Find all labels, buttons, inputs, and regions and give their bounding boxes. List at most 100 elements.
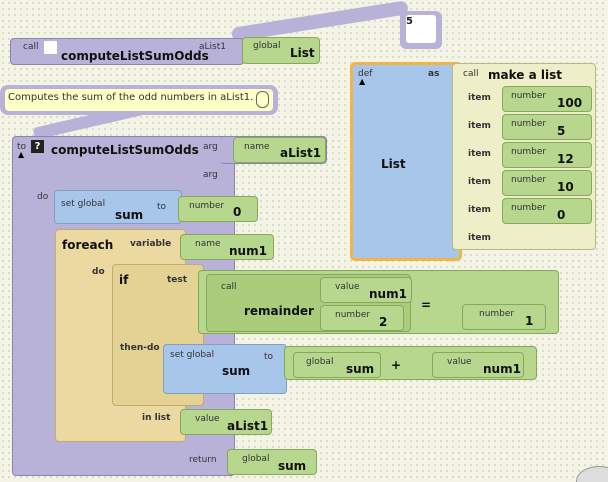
- list-item-number-block[interactable]: number 100: [502, 86, 592, 112]
- in-list-prefix: value: [195, 414, 220, 424]
- plus-label: +: [391, 358, 402, 372]
- to-label: to: [17, 142, 27, 152]
- sum-label-2: sum: [222, 364, 251, 378]
- arg-name-value: aList1: [280, 146, 322, 160]
- list-item-number-value: 10: [557, 180, 574, 194]
- item-label-empty: item: [468, 233, 491, 243]
- set-global-sum-block-2[interactable]: set global sum to: [163, 344, 287, 394]
- call-label: call: [23, 42, 39, 52]
- return-name: sum: [278, 459, 307, 473]
- comment-text: Computes the sum of the odd numbers in a…: [8, 92, 254, 103]
- add-right-name: num1: [483, 362, 521, 376]
- collapse-triangle-icon-2[interactable]: ▲: [359, 77, 366, 86]
- comment-bubble[interactable]: Computes the sum of the odd numbers in a…: [0, 85, 278, 115]
- arg-label-1: arg: [203, 142, 218, 152]
- list-item-number-block[interactable]: number 12: [502, 142, 592, 168]
- list-item-number-prefix: number: [511, 147, 547, 157]
- return-label: return: [189, 455, 217, 465]
- variable-name-block[interactable]: name num1: [180, 234, 274, 260]
- list-call-label: call: [463, 69, 479, 79]
- to-label-3: to: [264, 352, 274, 362]
- call-block-icon-square: [44, 41, 57, 54]
- item-label: item: [468, 121, 491, 131]
- name-prefix: name: [244, 142, 270, 152]
- list-name: List: [381, 157, 406, 171]
- list-item-number-value: 5: [557, 124, 566, 138]
- arg-label-2: arg: [203, 170, 218, 180]
- count-bubble-text: 5: [406, 16, 413, 27]
- as-label: as: [428, 69, 440, 79]
- item-label: item: [468, 93, 491, 103]
- list-definition-block[interactable]: def ▲ as List: [350, 62, 462, 261]
- question-mark-icon[interactable]: ?: [31, 140, 44, 153]
- rem-number-prefix: number: [335, 310, 371, 320]
- in-list-value-block[interactable]: value aList1: [180, 409, 272, 435]
- list-item-number-prefix: number: [511, 119, 547, 129]
- collapse-triangle-icon[interactable]: ▲: [18, 150, 25, 159]
- variable-name-value: num1: [229, 244, 267, 258]
- list-item-number-prefix: number: [511, 91, 547, 101]
- call-proc-name: computeListSumOdds: [61, 49, 209, 63]
- rem-value-name: num1: [369, 287, 407, 301]
- value-num1-getter[interactable]: value num1: [432, 352, 524, 378]
- remainder-value-block[interactable]: value num1: [320, 277, 412, 303]
- remainder-number-block[interactable]: number 2: [320, 305, 404, 331]
- item-label: item: [468, 205, 491, 215]
- return-prefix: global: [242, 454, 270, 464]
- list-item-number-value: 12: [557, 152, 574, 166]
- if-label: if: [119, 273, 129, 287]
- call-procedure-block[interactable]: call computeListSumOdds aList1: [10, 38, 244, 65]
- add-left-prefix: global: [306, 357, 334, 367]
- list-item-number-block[interactable]: number 10: [502, 170, 592, 196]
- compare-number-block[interactable]: number 1: [462, 304, 546, 330]
- make-a-list-label: make a list: [488, 68, 562, 82]
- cmp-number-prefix: number: [479, 309, 515, 319]
- global-sum-getter[interactable]: global sum: [293, 352, 381, 378]
- global-list-getter[interactable]: global List: [242, 37, 320, 64]
- set-global-sum-block[interactable]: set global sum to: [54, 190, 182, 224]
- list-item-number-block[interactable]: number 0: [502, 198, 592, 224]
- list-item-number-value: 100: [557, 96, 583, 110]
- remainder-call-label: call: [221, 282, 237, 292]
- add-left-name: sum: [346, 362, 375, 376]
- list-item-number-value: 0: [557, 208, 566, 222]
- do-label: do: [37, 192, 49, 202]
- sum-label: sum: [115, 208, 144, 222]
- item-label: item: [468, 149, 491, 159]
- rem-number-value: 2: [379, 315, 388, 329]
- global-list-name: List: [290, 46, 315, 60]
- then-do-label: then-do: [120, 343, 160, 353]
- item-label: item: [468, 177, 491, 187]
- variable-label: variable: [130, 239, 172, 249]
- cmp-number-value: 1: [525, 314, 534, 328]
- number-zero-block[interactable]: number 0: [178, 196, 258, 222]
- def-label: def: [358, 69, 373, 79]
- number-zero-value: 0: [233, 205, 242, 219]
- test-label: test: [167, 275, 188, 285]
- set-global-label-2: set global: [170, 350, 215, 360]
- arg-name-slot[interactable]: name aList1: [233, 137, 326, 163]
- foreach-label: foreach: [62, 238, 114, 252]
- global-prefix: global: [253, 41, 281, 51]
- comment-resize-handle[interactable]: [256, 91, 269, 108]
- add-right-prefix: value: [447, 357, 472, 367]
- in-list-label: in list: [142, 413, 171, 423]
- trash-can-icon[interactable]: [576, 466, 608, 482]
- remainder-label: remainder: [244, 304, 314, 318]
- set-global-label: set global: [61, 199, 106, 209]
- equals-label: =: [421, 298, 432, 312]
- to-label-2: to: [157, 202, 167, 212]
- count-bubble[interactable]: 5: [400, 11, 442, 49]
- rem-value-prefix: value: [335, 282, 360, 292]
- return-global-sum[interactable]: global sum: [227, 449, 317, 475]
- list-item-number-block[interactable]: number 5: [502, 114, 592, 140]
- number-prefix: number: [189, 201, 225, 211]
- in-list-name: aList1: [227, 419, 269, 433]
- list-item-number-prefix: number: [511, 175, 547, 185]
- count-bubble-connector: [230, 0, 409, 42]
- list-item-number-prefix: number: [511, 203, 547, 213]
- variable-name-prefix: name: [195, 239, 221, 249]
- procedure-name: computeListSumOdds: [51, 143, 199, 157]
- do-label-2: do: [92, 267, 105, 277]
